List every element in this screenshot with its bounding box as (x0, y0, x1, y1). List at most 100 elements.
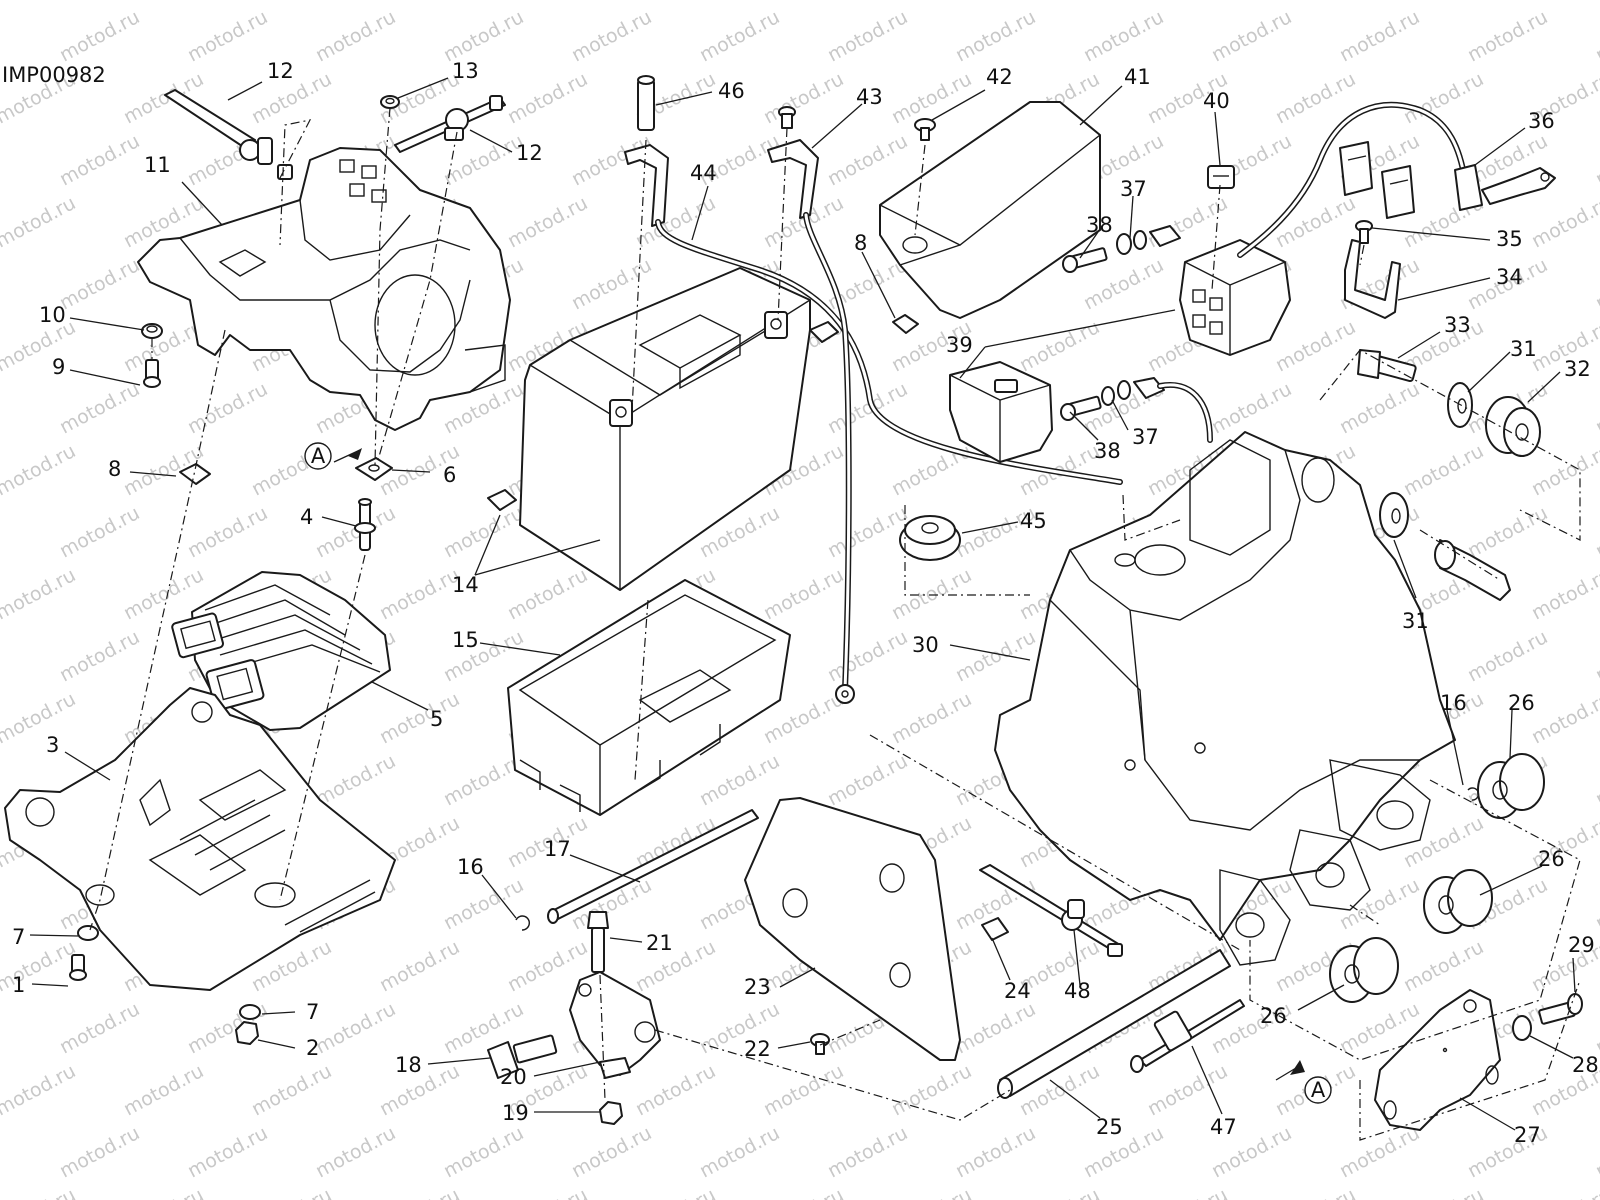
watermark-text: motod.ru (0, 0, 79, 4)
watermark-text: motod.ru (376, 1184, 463, 1200)
watermark-text: motod.ru (1400, 440, 1487, 500)
watermark-text: motod.ru (888, 688, 975, 748)
watermark-text: motod.ru (184, 1122, 271, 1182)
watermark-text: motod.ru (1080, 1122, 1167, 1182)
callout-37-lower: 37 (1132, 425, 1159, 449)
watermark-text: motod.ru (248, 1184, 335, 1200)
stud-46 (637, 75, 655, 131)
watermark-text: motod.ru (312, 502, 399, 562)
callout-28: 28 (1572, 1053, 1599, 1077)
spacer-stud-4 (354, 498, 376, 551)
watermark-text: motod.ru (0, 564, 79, 624)
watermark-text: motod.ru (312, 750, 399, 810)
watermark-text: motod.ru (824, 6, 911, 66)
watermark-text: motod.ru (1592, 626, 1600, 686)
watermark-text: motod.ru (888, 0, 975, 4)
watermark-text: motod.ru (504, 1184, 591, 1200)
voltage-regulator-5 (171, 571, 391, 731)
watermark-text: motod.ru (376, 564, 463, 624)
watermark-text: motod.ru (1080, 6, 1167, 66)
callout-46: 46 (718, 79, 745, 103)
callout-17: 17 (544, 837, 571, 861)
callout-42: 42 (986, 65, 1013, 89)
cover-41 (879, 101, 1101, 319)
callout-18: 18 (395, 1053, 422, 1077)
watermark-text: motod.ru (56, 378, 143, 438)
callout-26-bottom: 26 (1260, 1004, 1287, 1028)
watermark-text: motod.ru (1400, 0, 1487, 4)
watermark-text: motod.ru (56, 502, 143, 562)
watermark-text: motod.ru (0, 688, 79, 748)
callout-47: 47 (1210, 1115, 1237, 1139)
clip-nut-14-right (809, 321, 839, 343)
callout-25: 25 (1096, 1115, 1123, 1139)
watermark-text: motod.ru (56, 1122, 143, 1182)
screw-22 (810, 1033, 830, 1055)
watermark-text: motod.ru (824, 750, 911, 810)
damper-26-b (1423, 869, 1493, 934)
watermark-text: motod.ru (632, 0, 719, 4)
watermark-text: motod.ru (760, 1060, 847, 1120)
view-ref-a-right: A (1275, 1060, 1332, 1104)
callout-26-mid: 26 (1538, 847, 1565, 871)
watermark-text: motod.ru (56, 254, 143, 314)
watermark-text: motod.ru (888, 564, 975, 624)
support-bracket-11 (137, 147, 511, 431)
watermark-text: motod.ru (1272, 0, 1359, 4)
washer-10 (141, 323, 163, 339)
callout-29: 29 (1568, 933, 1595, 957)
grommet-32 (1485, 396, 1541, 457)
callout-16-left: 16 (457, 855, 484, 879)
callout-36: 36 (1528, 109, 1555, 133)
rod-17 (547, 809, 759, 924)
watermark-text: motod.ru (760, 564, 847, 624)
screw-38-upper (1062, 247, 1108, 273)
assembly-lines (89, 107, 1581, 1141)
watermark-text: motod.ru (1400, 1184, 1487, 1200)
watermark-text: motod.ru (184, 502, 271, 562)
callout-12-right: 12 (516, 141, 543, 165)
clip-nut-6 (355, 457, 393, 481)
watermark-text: motod.ru (440, 874, 527, 934)
callout-21: 21 (646, 931, 673, 955)
watermark-text: motod.ru (504, 564, 591, 624)
watermark-text: motod.ru (1592, 254, 1600, 314)
washer-31-lower (1379, 492, 1409, 538)
watermark-text: motod.ru (824, 502, 911, 562)
watermark-text: motod.ru (248, 1060, 335, 1120)
washer-7-left (77, 925, 99, 941)
stud-bolt-31 (1434, 539, 1511, 601)
callout-44: 44 (690, 161, 717, 185)
watermark-text: motod.ru (56, 998, 143, 1058)
fuse-box (1179, 239, 1291, 356)
callout-31-lower: 31 (1402, 609, 1429, 633)
watermark-text: motod.ru (1016, 316, 1103, 376)
watermark-text: motod.ru (1144, 1184, 1231, 1200)
watermark-text: motod.ru (952, 998, 1039, 1058)
watermark-text: motod.ru (632, 1060, 719, 1120)
watermark-text: motod.ru (952, 626, 1039, 686)
callout-35: 35 (1496, 227, 1523, 251)
bolt-21 (587, 911, 609, 973)
circlip-16-left (515, 915, 530, 931)
watermark-text: motod.ru (1592, 6, 1600, 66)
watermark-text: motod.ru (1528, 192, 1600, 252)
watermark-text: motod.ru (1016, 0, 1103, 4)
positive-cable-43 (767, 139, 855, 704)
screw-42 (914, 118, 936, 141)
watermark-text: motod.ru (1144, 0, 1231, 4)
watermark-text: motod.ru (1208, 378, 1295, 438)
callout-13: 13 (452, 59, 479, 83)
watermark-text: motod.ru (888, 1184, 975, 1200)
watermark-text: motod.ru (888, 68, 975, 128)
washer-37-lower (1101, 377, 1213, 443)
main-cable-36 (1237, 101, 1556, 258)
watermark-text: motod.ru (696, 6, 783, 66)
rod-25 (997, 949, 1231, 1099)
callout-11: 11 (144, 153, 171, 177)
watermark-text: motod.ru (1592, 502, 1600, 562)
grommet-45 (899, 515, 961, 561)
bracket-34 (1344, 239, 1401, 319)
callout-3: 3 (46, 733, 59, 757)
